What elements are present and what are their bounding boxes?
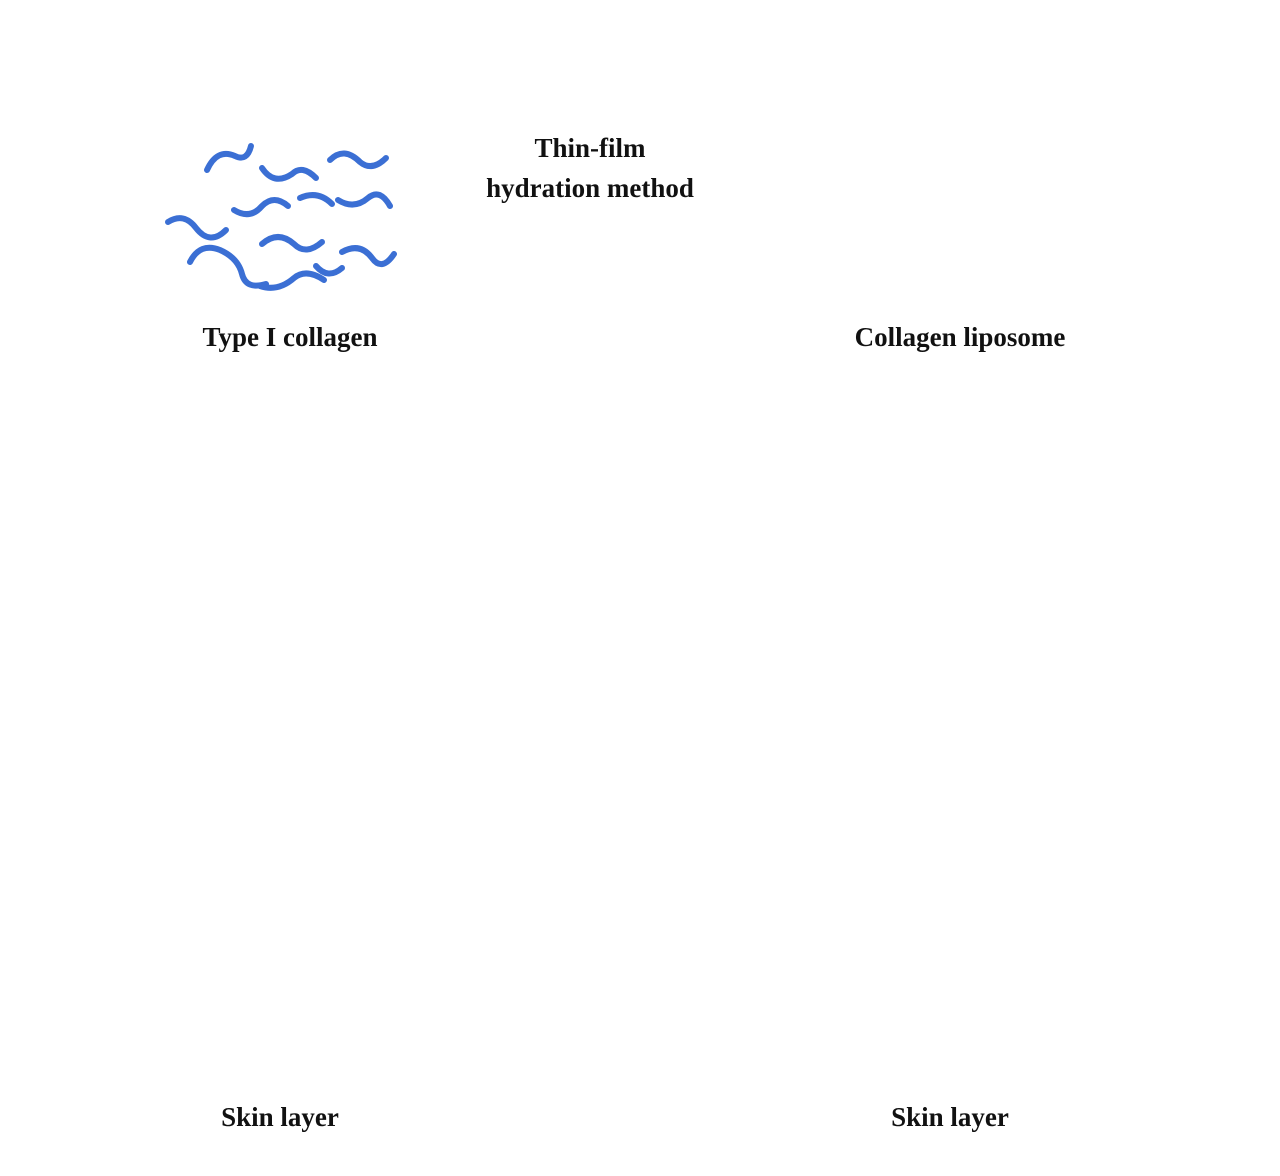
collagen-liposome-label: Collagen liposome [854,322,1066,352]
skin-layer-label-right: Skin layer [891,1102,1009,1132]
method-label-line1: Thin-film [534,133,646,163]
type1-collagen-label: Type I collagen [202,322,378,352]
skin-layer-label-left: Skin layer [221,1102,339,1132]
method-label: Thin-film hydration method [430,128,750,208]
type1-collagen-strands [165,143,397,291]
method-label-line2: hydration method [486,173,694,203]
